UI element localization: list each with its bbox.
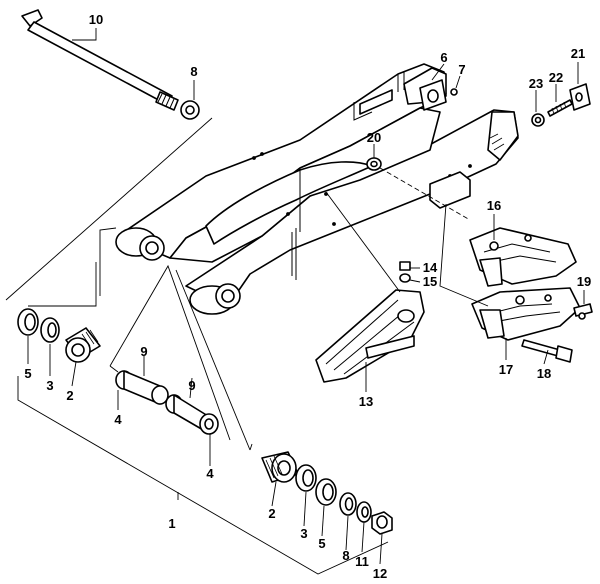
chain-slider[interactable] <box>315 289 425 383</box>
chain-guide-long-bolt[interactable] <box>521 339 573 363</box>
adjuster-plate[interactable] <box>419 79 447 111</box>
spacer-b[interactable] <box>165 394 219 435</box>
callout-8-bottom: 8 <box>342 548 349 563</box>
callout-19: 19 <box>577 274 591 289</box>
callout-4-right: 4 <box>206 466 214 481</box>
adjuster-block[interactable] <box>569 83 591 111</box>
slider-washer[interactable] <box>399 273 411 283</box>
callout-4-left: 4 <box>114 412 122 427</box>
swingarm[interactable] <box>115 63 519 315</box>
right-dust-seal[interactable] <box>315 478 337 506</box>
right-washer-a[interactable] <box>339 492 357 516</box>
callout-17: 17 <box>499 362 513 377</box>
chain-guide-upper[interactable] <box>469 227 577 287</box>
chain-guide-short-bolt[interactable] <box>573 303 593 320</box>
callout-11: 11 <box>355 554 369 569</box>
callout-14: 14 <box>423 260 438 275</box>
callout-18: 18 <box>537 366 551 381</box>
adjuster-nut[interactable] <box>531 113 545 127</box>
callout-10: 10 <box>89 12 103 27</box>
callout-23: 23 <box>529 76 543 91</box>
callout-labels: 1 2 2 3 3 4 4 5 5 6 7 8 8 9 9 10 11 12 1… <box>24 12 591 581</box>
pivot-washer[interactable] <box>180 100 200 120</box>
callout-9-left: 9 <box>140 344 147 359</box>
spacer-a[interactable] <box>115 370 169 405</box>
callout-21: 21 <box>571 46 585 61</box>
callout-12: 12 <box>373 566 387 581</box>
callout-8-top: 8 <box>190 64 197 79</box>
slider-screw[interactable] <box>399 261 411 271</box>
callout-2-right: 2 <box>268 506 275 521</box>
callout-20: 20 <box>367 130 381 145</box>
left-needle-bearing[interactable] <box>65 327 101 363</box>
left-dust-seal[interactable] <box>17 308 39 336</box>
callout-1: 1 <box>168 516 175 531</box>
callout-7: 7 <box>458 62 465 77</box>
leader-lines <box>5 28 585 575</box>
callout-16: 16 <box>487 198 501 213</box>
callout-22: 22 <box>549 70 563 85</box>
adjuster-bolt-small[interactable] <box>450 88 458 96</box>
callout-5-left: 5 <box>24 366 31 381</box>
pivot-shaft[interactable] <box>21 9 179 111</box>
adjuster-bolt[interactable] <box>547 99 573 117</box>
left-oil-seal[interactable] <box>40 317 60 343</box>
rear-nut-20[interactable] <box>366 157 382 171</box>
callout-9-right: 9 <box>188 378 195 393</box>
callout-15: 15 <box>423 274 437 289</box>
right-oil-seal[interactable] <box>295 464 317 492</box>
callout-3-right: 3 <box>300 526 307 541</box>
callout-13: 13 <box>359 394 373 409</box>
callout-6: 6 <box>440 50 447 65</box>
callout-2-left: 2 <box>66 388 73 403</box>
callout-5-right: 5 <box>318 536 325 551</box>
callout-3-left: 3 <box>46 378 53 393</box>
chain-guide-lower[interactable] <box>471 287 581 341</box>
pivot-nut[interactable] <box>371 511 393 535</box>
right-washer-b[interactable] <box>356 501 372 523</box>
right-needle-bearing[interactable] <box>261 451 299 483</box>
